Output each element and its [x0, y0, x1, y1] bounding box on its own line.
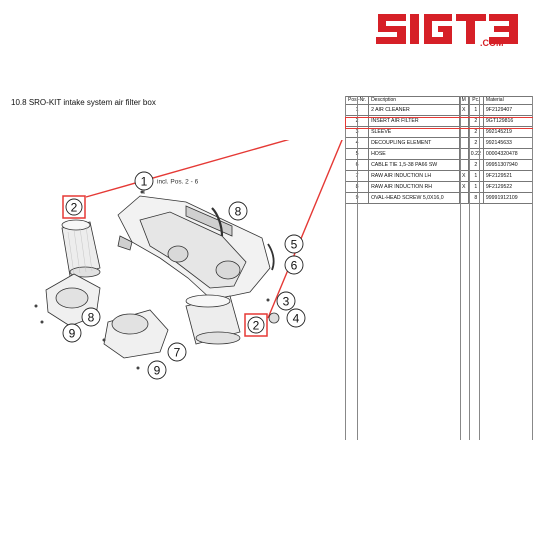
- callout-5: [284, 234, 304, 254]
- row-pc: 2: [467, 137, 484, 149]
- table-row[interactable]: 6 CABLE TIE 1,5-38 PA66 SW 2 99951307940: [344, 159, 533, 171]
- callout-2-right: [247, 316, 265, 334]
- table-row[interactable]: 9 OVAL-HEAD SCREW 5,0X16,0 8 99991912109: [344, 192, 533, 204]
- callout-label-5: 5: [291, 238, 298, 252]
- air-cleaner-box-drawing: [117, 195, 271, 301]
- hose-and-sleeve-parts-drawing: [211, 207, 280, 324]
- callout-label-2-right: 2: [253, 319, 260, 333]
- row-description: CABLE TIE 1,5-38 PA66 SW: [368, 159, 460, 171]
- row-pc: 1: [467, 104, 484, 116]
- callout-8-left: [81, 307, 101, 327]
- callout-label-8-top: 8: [235, 205, 242, 219]
- logo-domain-suffix: .COM: [480, 38, 504, 48]
- row-material[interactable]: 9F2129522: [482, 181, 533, 193]
- sigt3-logo[interactable]: [372, 10, 522, 52]
- air-filter-insert-left-drawing: [61, 219, 101, 278]
- callout-9-left: [62, 323, 82, 343]
- air-filter-insert-right-drawing: [185, 294, 241, 345]
- row-description: HOSE: [368, 148, 460, 160]
- header-pc: Pc.: [467, 96, 484, 105]
- highlighted-row-frame: [345, 117, 533, 129]
- row-pc: 0.22: [467, 148, 484, 160]
- callout-3: [276, 291, 296, 311]
- callout-8-top: [228, 201, 248, 221]
- row-material[interactable]: 992145633: [482, 137, 533, 149]
- row-description: RAW AIR INDUCTION LH: [368, 170, 460, 182]
- highlight-leader-lines: [85, 140, 343, 319]
- table-column-rule: [357, 96, 358, 440]
- section-heading: SRO-KIT intake system air filter box: [28, 98, 156, 107]
- row-description: OVAL-HEAD SCREW 5,0X16,0: [368, 192, 460, 204]
- table-column-rule: [469, 96, 470, 440]
- table-row[interactable]: 1 2 AIR CLEANER X 1 9F2129407: [344, 104, 533, 116]
- row-pc: 8: [467, 192, 484, 204]
- row-material[interactable]: 00004320478: [482, 148, 533, 160]
- callout-4: [286, 308, 306, 328]
- callout-circles: [62, 171, 306, 380]
- row-material[interactable]: 99951307940: [482, 159, 533, 171]
- header-description: Description: [368, 96, 460, 105]
- row-description: RAW AIR INDUCTION RH: [368, 181, 460, 193]
- callout-label-8-left: 8: [88, 311, 95, 325]
- row-material[interactable]: 99991912109: [482, 192, 533, 204]
- callout-7: [167, 342, 187, 362]
- table-row[interactable]: 3 SLEEVE 2 992145219: [344, 126, 533, 138]
- table-column-rule: [345, 96, 346, 440]
- callout-labels: 1 2 8 5 6 3 4 2 9 8 7 9: [69, 175, 300, 378]
- callout-9-bottom: [147, 360, 167, 380]
- row-pc: 1: [467, 181, 484, 193]
- parts-table: Pos.-Nr. Description M Pc. Material 1 2 …: [344, 96, 533, 204]
- table-column-rule: [460, 96, 461, 440]
- header-material: Material: [482, 96, 533, 105]
- callout-label-7: 7: [174, 346, 181, 360]
- table-column-rule: [479, 96, 480, 440]
- section-number: 10.8: [11, 98, 27, 107]
- row-material[interactable]: 9F2129521: [482, 170, 533, 182]
- callout-label-4: 4: [293, 312, 300, 326]
- callout-label-9-bottom: 9: [154, 364, 161, 378]
- parts-table-header-row: Pos.-Nr. Description M Pc. Material: [344, 96, 533, 105]
- row-material[interactable]: 9F2129407: [482, 104, 533, 116]
- row-description: 2 AIR CLEANER: [368, 104, 460, 116]
- callout-label-6: 6: [291, 259, 298, 273]
- section-title: 10.8 SRO-KIT intake system air filter bo…: [11, 98, 156, 107]
- callout-2-left: [65, 198, 83, 216]
- row-description: DECOUPLING ELEMENT: [368, 137, 460, 149]
- row-pc: 1: [467, 170, 484, 182]
- exploded-parts-diagram: 1 2 8 5 6 3 4 2 9 8 7 9 incl. Pos. 2 - 6: [34, 140, 343, 380]
- callout-note: incl. Pos. 2 - 6: [157, 179, 199, 186]
- callout-label-2-left: 2: [71, 201, 78, 215]
- table-row[interactable]: 7 RAW AIR INDUCTION LH X 1 9F2129521: [344, 170, 533, 182]
- callout-6: [284, 255, 304, 275]
- callout-label-3: 3: [283, 295, 290, 309]
- table-row[interactable]: 5 HOSE 0.22 00004320478: [344, 148, 533, 160]
- callout-label-9-left: 9: [69, 327, 76, 341]
- table-row[interactable]: 4 DECOUPLING ELEMENT 2 992145633: [344, 137, 533, 149]
- screws-drawing: [34, 190, 270, 370]
- table-column-rule: [532, 96, 533, 440]
- row-m: [458, 192, 469, 204]
- callout-label-1: 1: [141, 175, 148, 189]
- raw-air-induction-lh-drawing: [103, 309, 169, 359]
- table-row[interactable]: 8 RAW AIR INDUCTION RH X 1 9F2129522: [344, 181, 533, 193]
- row-pc: 2: [467, 159, 484, 171]
